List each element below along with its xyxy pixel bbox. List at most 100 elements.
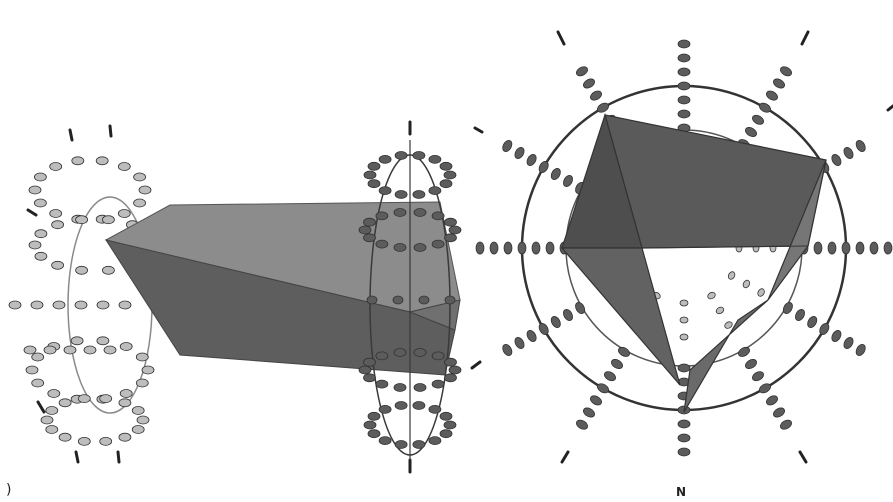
- bead: [794, 308, 807, 322]
- bead: [744, 358, 758, 371]
- bead: [589, 394, 603, 407]
- bead: [59, 399, 71, 407]
- bead: [104, 346, 116, 354]
- bead: [842, 146, 855, 160]
- bead: [596, 382, 610, 395]
- bead: [758, 382, 772, 395]
- polyhedron-lower-right-face: [684, 300, 768, 412]
- bead: [34, 173, 46, 181]
- bead: [476, 242, 484, 254]
- bead: [765, 394, 779, 407]
- bead: [449, 366, 461, 374]
- bead: [546, 242, 554, 254]
- bead: [379, 155, 391, 163]
- bead: [678, 110, 690, 118]
- bead: [368, 162, 380, 170]
- bead: [828, 242, 836, 254]
- bead: [119, 433, 131, 441]
- tick-mark: [76, 452, 78, 462]
- bead: [97, 337, 109, 345]
- bead: [549, 167, 562, 181]
- prism-solid: [106, 202, 460, 375]
- bead: [744, 126, 758, 139]
- bead: [368, 430, 380, 438]
- bead: [71, 337, 83, 345]
- bead: [76, 266, 88, 274]
- bead: [830, 153, 843, 167]
- bead: [414, 384, 426, 392]
- bead: [444, 171, 456, 179]
- bead: [518, 242, 526, 254]
- bead: [842, 336, 855, 350]
- tick-mark: [888, 106, 893, 110]
- bead: [707, 291, 717, 300]
- bead: [132, 426, 144, 434]
- bead: [119, 301, 131, 309]
- bead: [395, 152, 407, 160]
- bead: [53, 301, 65, 309]
- bead: [757, 288, 766, 298]
- bead: [589, 89, 603, 102]
- bead: [610, 358, 624, 371]
- bead: [440, 180, 452, 188]
- bead: [603, 370, 617, 383]
- right-panel-marker: N: [676, 485, 686, 499]
- bead: [394, 244, 406, 252]
- bead: [727, 271, 736, 281]
- bead: [445, 234, 457, 242]
- bead: [751, 370, 765, 383]
- bead: [444, 421, 456, 429]
- bead: [680, 334, 688, 340]
- bead: [379, 405, 391, 413]
- bead: [501, 139, 514, 153]
- bead: [413, 152, 425, 160]
- bead: [575, 65, 589, 78]
- bead: [142, 366, 154, 374]
- bead: [364, 358, 376, 366]
- tick-mark: [38, 402, 44, 412]
- tick-mark: [70, 130, 72, 140]
- tick-mark: [118, 452, 119, 462]
- bead: [445, 218, 457, 226]
- bead: [34, 199, 46, 207]
- bead: [737, 345, 751, 358]
- bead: [393, 296, 403, 304]
- bead: [368, 180, 380, 188]
- bead: [414, 209, 426, 217]
- bead: [440, 162, 452, 170]
- tick-mark: [558, 32, 564, 44]
- bead: [870, 242, 878, 254]
- bead: [758, 101, 772, 114]
- bead: [724, 321, 734, 330]
- tick-mark: [562, 452, 568, 462]
- tick-mark: [472, 362, 480, 368]
- bead: [842, 242, 850, 254]
- bead: [134, 173, 146, 181]
- bead: [525, 153, 538, 167]
- bead: [78, 395, 90, 403]
- bead: [364, 218, 376, 226]
- bead: [102, 266, 114, 274]
- bead: [48, 390, 60, 398]
- bead: [59, 433, 71, 441]
- bead: [46, 407, 58, 415]
- bead: [376, 380, 388, 388]
- bead: [574, 301, 587, 315]
- bead: [884, 242, 892, 254]
- bead: [359, 366, 371, 374]
- tick-mark: [800, 452, 806, 462]
- bead: [432, 240, 444, 248]
- bead: [32, 353, 44, 361]
- bead: [742, 279, 751, 289]
- bead: [26, 366, 38, 374]
- bead: [678, 82, 690, 90]
- bead: [119, 399, 131, 407]
- bead: [29, 241, 41, 249]
- bead: [678, 434, 690, 442]
- bead: [97, 301, 109, 309]
- bead: [617, 345, 631, 358]
- bead: [445, 374, 457, 382]
- bead: [419, 296, 429, 304]
- bead: [364, 374, 376, 382]
